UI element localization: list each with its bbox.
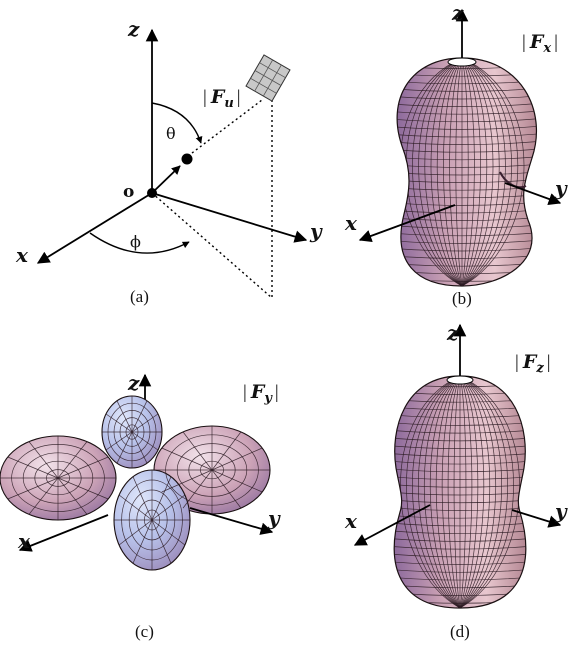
y-axis-d <box>511 509 562 528</box>
axis-label-z-b: z <box>451 1 464 25</box>
phi-label: ϕ <box>130 232 141 251</box>
panel-b: z x y |Fx| (b) <box>344 1 568 308</box>
field-label-c: |Fy| <box>243 381 279 406</box>
caption-c: (c) <box>135 622 154 641</box>
panel-c: z x y |Fy| (c) <box>0 371 281 641</box>
field-label-d: |Fz| <box>515 351 551 376</box>
axis-label-x-b: x <box>344 211 358 235</box>
projection-lines <box>151 99 273 299</box>
y-axis-a <box>151 192 308 243</box>
axis-label-x-a: x <box>15 243 29 267</box>
panel-d: z x y |Fz| (d) <box>344 321 568 641</box>
theta-arc <box>151 102 203 144</box>
axis-label-z-a: z <box>127 17 140 41</box>
field-label-a: |Fu| <box>203 86 241 111</box>
antenna-patch <box>245 54 291 102</box>
axis-label-x-d: x <box>344 509 358 533</box>
axis-label-y-a: y <box>309 219 323 243</box>
caption-b: (b) <box>452 289 472 308</box>
caption-d: (d) <box>450 622 470 641</box>
axis-label-y-d: y <box>554 499 568 523</box>
origin-label: o <box>123 182 134 202</box>
x-axis-a <box>36 192 153 264</box>
axis-label-y-c: y <box>267 506 281 530</box>
unit-vector <box>151 153 193 194</box>
x-axis-b <box>358 204 456 242</box>
panel-a: z x y o θ ϕ |Fu| (a) <box>15 17 323 306</box>
theta-label: θ <box>166 124 176 143</box>
axis-label-y-b: y <box>554 176 568 200</box>
x-axis-d <box>353 504 431 546</box>
x-axis-c <box>18 514 109 552</box>
pattern-fx <box>396 57 537 287</box>
axes-a <box>36 28 308 264</box>
pattern-fz <box>393 375 527 609</box>
axis-label-x-c: x <box>17 529 31 553</box>
caption-a: (a) <box>130 287 149 306</box>
axis-label-z-c: z <box>127 371 140 395</box>
pattern-fy <box>0 395 271 571</box>
axis-label-z-d: z <box>446 321 459 345</box>
phi-arc <box>89 232 190 254</box>
y-axis-c <box>189 507 274 535</box>
field-label-b: |Fx| <box>522 31 558 56</box>
y-axis-b <box>504 182 562 206</box>
